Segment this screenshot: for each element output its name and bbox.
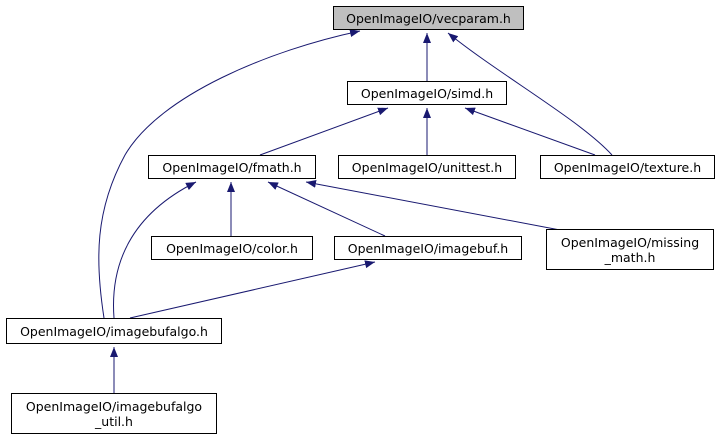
node-label-line: OpenImageIO/imagebufalgo: [25, 398, 203, 414]
node-imagebuf-header[interactable]: OpenImageIO/imagebuf.h: [334, 236, 522, 260]
node-imagebufalgo-header[interactable]: OpenImageIO/imagebufalgo.h: [6, 318, 222, 344]
edge-texture-to-vecparam: [447, 32, 613, 156]
edge-texture-to-simd: [464, 107, 596, 156]
node-vecparam-header: OpenImageIO/vecparam.h: [333, 6, 524, 30]
node-label-line: OpenImageIO/imagebufalgo.h: [20, 323, 208, 339]
node-label-line: OpenImageIO/unittest.h: [351, 159, 503, 175]
node-label-line: _math.h: [604, 249, 656, 265]
node-label-line: OpenImageIO/vecparam.h: [346, 10, 511, 26]
node-missing-math-header[interactable]: OpenImageIO/missing _math.h: [546, 229, 714, 270]
edge-missing-math-to-fmath: [305, 179, 561, 231]
node-label-line: OpenImageIO/missing: [560, 234, 700, 250]
edge-fmath-to-simd: [259, 107, 389, 156]
node-fmath-header[interactable]: OpenImageIO/fmath.h: [148, 155, 316, 179]
node-label-line: OpenImageIO/texture.h: [553, 159, 702, 175]
edge-imagebuf-to-fmath: [267, 181, 386, 237]
edge-imagebufalgo-to-vecparam: [98, 29, 361, 319]
node-label-line: _util.h: [95, 413, 133, 429]
node-label-line: OpenImageIO/color.h: [166, 240, 298, 256]
node-color-header[interactable]: OpenImageIO/color.h: [151, 236, 313, 260]
node-label-line: OpenImageIO/imagebuf.h: [347, 240, 509, 256]
node-unittest-header[interactable]: OpenImageIO/unittest.h: [338, 155, 516, 179]
node-label-line: OpenImageIO/fmath.h: [162, 159, 302, 175]
node-imagebufalgo-util-header[interactable]: OpenImageIO/imagebufalgo _util.h: [11, 393, 217, 434]
edge-imagebufalgo-to-fmath: [113, 181, 197, 319]
node-texture-header[interactable]: OpenImageIO/texture.h: [540, 155, 715, 179]
node-label-line: OpenImageIO/simd.h: [360, 85, 494, 101]
edge-imagebufalgo-to-imagebuf: [129, 260, 376, 319]
node-simd-header[interactable]: OpenImageIO/simd.h: [347, 81, 507, 105]
